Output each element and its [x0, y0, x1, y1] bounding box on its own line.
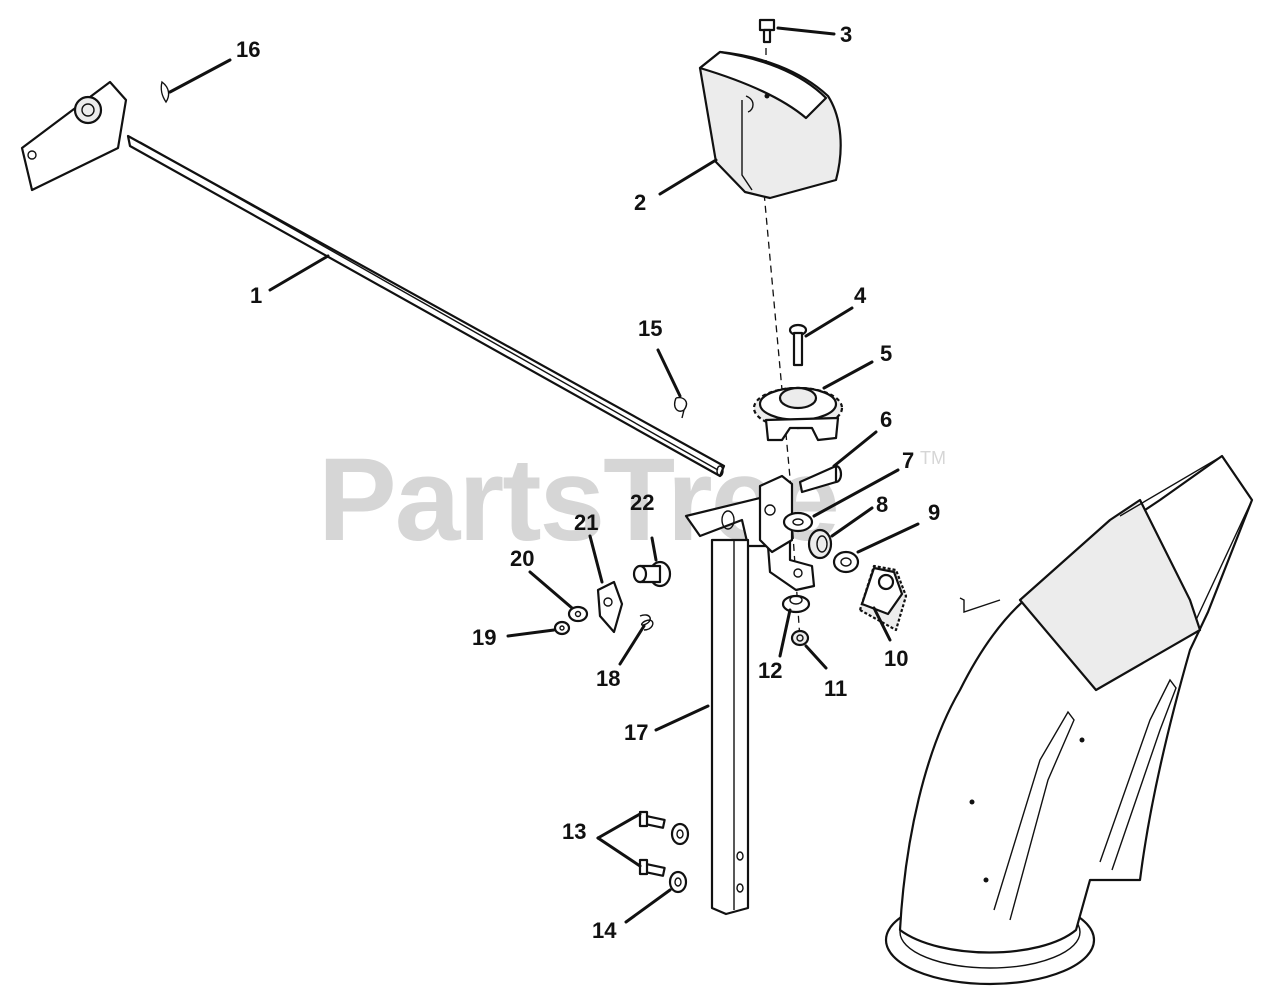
part-18-spring[interactable]: [639, 614, 654, 631]
leader-10: [872, 606, 892, 642]
callout-2: 2: [634, 190, 646, 215]
part-4-bolt[interactable]: [788, 323, 808, 367]
part-1-crank-rod[interactable]: [20, 80, 726, 478]
callout-19: 19: [472, 625, 496, 650]
part-5-bevel-gear[interactable]: [752, 386, 844, 442]
leader-14: [624, 888, 672, 924]
leader-3: [776, 26, 836, 36]
leader-lines: [168, 26, 920, 924]
leader-9: [856, 522, 920, 554]
leader-11: [804, 644, 828, 670]
part-22-spacer[interactable]: [632, 560, 672, 588]
leader-15: [656, 348, 682, 398]
callout-17: 17: [624, 720, 648, 745]
leader-19: [506, 628, 556, 638]
leader-17: [654, 704, 710, 732]
part-16-hairpin-clip[interactable]: [160, 80, 170, 104]
callout-13: 13: [562, 819, 586, 844]
callout-3: 3: [840, 22, 852, 47]
leader-12: [778, 608, 792, 658]
callout-16: 16: [236, 37, 260, 62]
leader-4: [804, 306, 854, 338]
leader-5: [822, 360, 874, 390]
part-9-washer[interactable]: [832, 550, 860, 574]
callout-8: 8: [876, 492, 888, 517]
leader-8: [830, 506, 874, 538]
part-13-bolts[interactable]: [638, 810, 666, 877]
leader-7: [812, 468, 900, 518]
callout-1: 1: [250, 283, 262, 308]
callout-6: 6: [880, 407, 892, 432]
callout-4: 4: [854, 283, 867, 308]
part-7-washer[interactable]: [782, 511, 814, 533]
leader-22: [650, 536, 658, 562]
part-15-clip[interactable]: [674, 396, 688, 419]
discharge-chute: [884, 454, 1254, 986]
callout-15: 15: [638, 316, 662, 341]
callout-labels: 16 1 3 2 4 5 15 6 7 8 9 10 11 12 22 21 2…: [236, 22, 940, 943]
callout-10: 10: [884, 646, 908, 671]
part-10-pinion-gear[interactable]: [858, 564, 908, 632]
part-11-nut[interactable]: [790, 629, 810, 647]
part-21-cam-plate[interactable]: [596, 580, 624, 634]
leader-16: [168, 58, 232, 94]
callout-22: 22: [630, 490, 654, 515]
leader-1: [268, 254, 330, 292]
leader-20: [528, 570, 574, 610]
leader-21: [588, 534, 604, 584]
leader-6: [832, 430, 878, 468]
watermark-trademark: TM: [920, 448, 946, 468]
leader-13a: [596, 812, 642, 840]
part-17-support-bracket[interactable]: [684, 474, 816, 916]
leader-13b: [596, 836, 642, 868]
part-2-chute-cover[interactable]: [698, 50, 842, 200]
callout-14: 14: [592, 918, 617, 943]
part-3-bolt[interactable]: [758, 18, 776, 44]
part-20-washer[interactable]: [567, 605, 589, 623]
part-19-screw[interactable]: [553, 620, 571, 636]
callout-20: 20: [510, 546, 534, 571]
callout-7: 7: [902, 448, 914, 473]
part-14-washers[interactable]: [668, 822, 690, 894]
callout-21: 21: [574, 510, 598, 535]
callout-12: 12: [758, 658, 782, 683]
part-8-bushing[interactable]: [807, 528, 833, 560]
leader-18: [618, 624, 646, 666]
part-12-nut[interactable]: [781, 594, 811, 614]
assembly-axis: [761, 169, 793, 501]
callout-5: 5: [880, 341, 892, 366]
callout-11: 11: [824, 676, 847, 701]
leader-2: [658, 158, 718, 196]
callout-9: 9: [928, 500, 940, 525]
callout-18: 18: [596, 666, 620, 691]
